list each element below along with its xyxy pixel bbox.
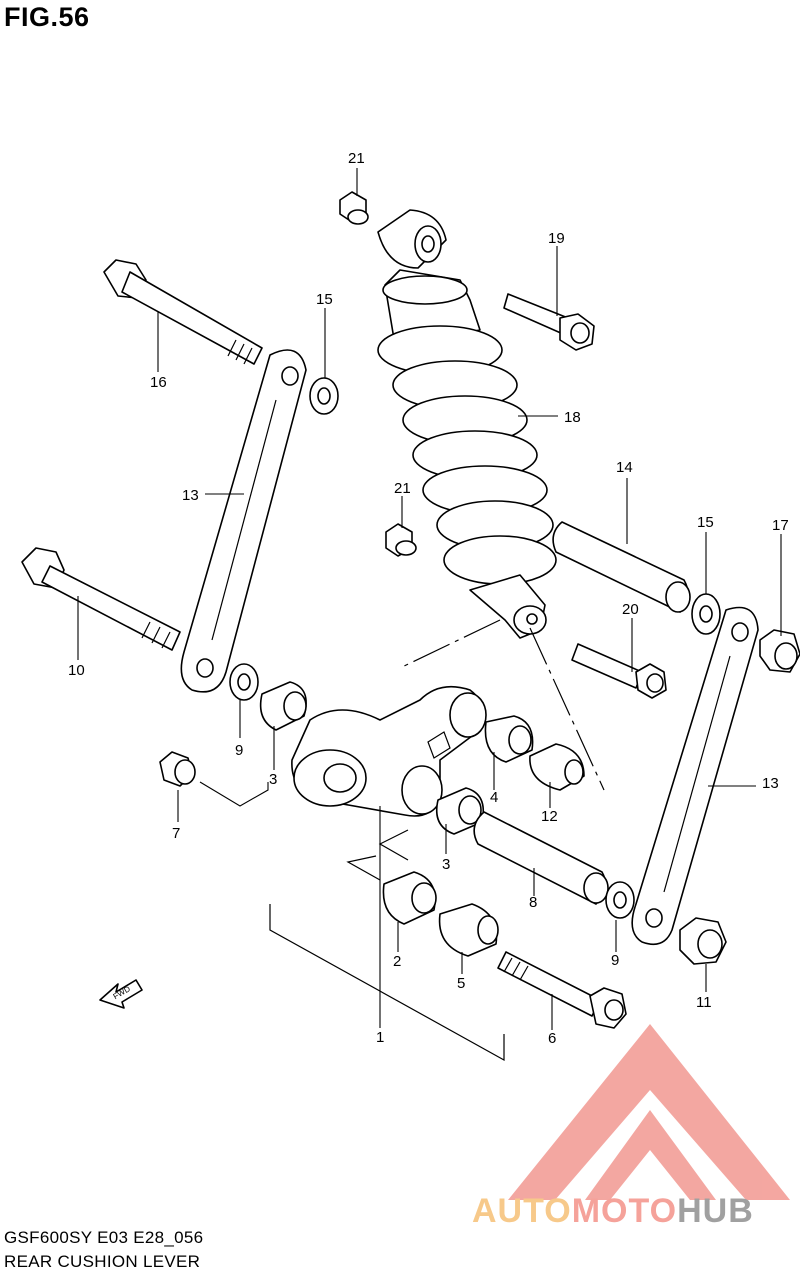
callout-21-top: 21	[348, 150, 365, 167]
watermark-auto: AUTO	[472, 1192, 572, 1230]
callout-9-right: 9	[611, 952, 619, 969]
bolt-20	[571, 643, 667, 699]
callout-8: 8	[529, 894, 537, 911]
bolt-10	[21, 547, 181, 651]
leader-lines	[77, 168, 782, 1030]
callout-4: 4	[490, 789, 498, 806]
callout-3-upper: 3	[269, 771, 277, 788]
callout-7: 7	[172, 825, 180, 842]
nut-11	[679, 917, 727, 965]
callout-14: 14	[616, 459, 633, 476]
spacer-8	[473, 811, 609, 905]
nut-17	[759, 629, 800, 673]
callout-3-lower: 3	[442, 856, 450, 873]
callout-2: 2	[393, 953, 401, 970]
nut-7	[159, 751, 196, 787]
bearing-3-lower	[435, 787, 485, 835]
spacer-5	[438, 903, 499, 957]
callout-labels: 21 19 15 16 18 13 21 14 15 17 20 10 9 3 …	[68, 150, 789, 1047]
callout-10: 10	[68, 662, 85, 679]
callout-16: 16	[150, 374, 167, 391]
bolt-16	[103, 259, 263, 365]
callout-15-left: 15	[316, 291, 333, 308]
washer-15-right	[691, 593, 721, 635]
bolt-19	[503, 293, 595, 351]
watermark-moto: MOTO	[571, 1192, 678, 1230]
bushing-4	[484, 715, 534, 763]
callout-5: 5	[457, 975, 465, 992]
link-13-right	[631, 606, 759, 946]
callout-13-left: 13	[182, 487, 199, 504]
washer-9-left	[229, 663, 259, 701]
link-13-left	[180, 349, 307, 693]
callout-6: 6	[548, 1030, 556, 1047]
watermark-logo	[508, 1024, 790, 1200]
callout-11: 11	[696, 994, 712, 1011]
bearing-3-upper	[259, 681, 307, 731]
fwd-direction-arrow: FWD	[99, 979, 143, 1009]
watermark-hub: HUB	[677, 1192, 754, 1230]
assembly-bracket	[269, 904, 505, 1062]
cushion-lever-1	[291, 685, 487, 817]
callout-9-left: 9	[235, 742, 243, 759]
callout-12: 12	[541, 808, 558, 825]
figure-title: FIG.56	[4, 2, 90, 32]
bushing-2	[382, 871, 437, 925]
washer-9-right	[605, 881, 635, 919]
rear-shock-absorber	[377, 209, 557, 639]
watermark-text: AUTOMOTOHUB	[472, 1192, 754, 1231]
callout-17: 17	[772, 517, 789, 534]
nut-21-top	[339, 191, 369, 225]
callout-18: 18	[564, 409, 581, 426]
callout-15-right: 15	[697, 514, 714, 531]
bolt-6	[497, 951, 627, 1029]
callout-1: 1	[376, 1029, 384, 1046]
callout-13-right: 13	[762, 775, 779, 792]
model-line: GSF600SY E03 E28_056	[4, 1228, 204, 1247]
callout-21-mid: 21	[394, 480, 411, 497]
spacer-14	[552, 521, 691, 613]
spacer-12	[529, 743, 585, 791]
callout-19: 19	[548, 230, 565, 247]
nut-21-mid	[385, 523, 417, 557]
figure-caption: REAR CUSHION LEVER	[4, 1252, 201, 1271]
callout-20: 20	[622, 601, 639, 618]
washer-15-left	[309, 377, 339, 415]
